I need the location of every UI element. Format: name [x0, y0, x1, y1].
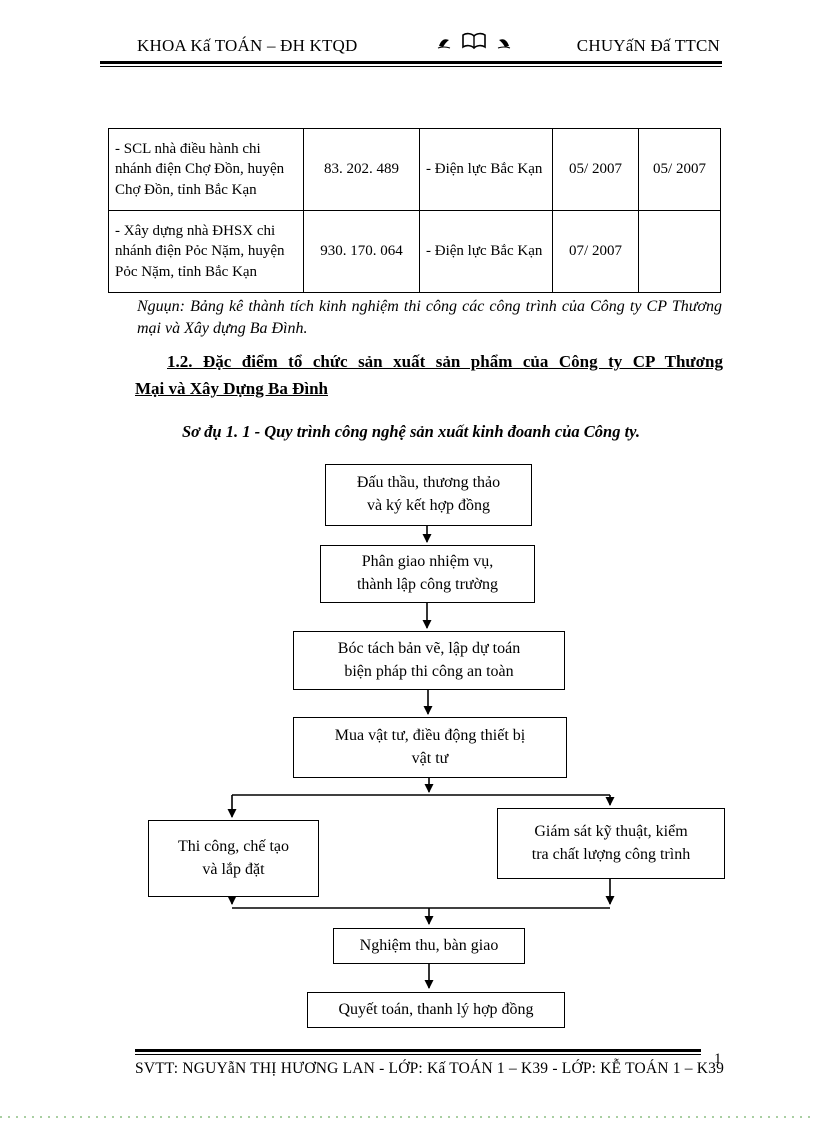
flow-box-line: và ký kết hợp đồng — [366, 497, 491, 514]
diagram-title: Sơ đụ 1. 1 - Quy trình công nghệ sản xuấ… — [182, 422, 640, 441]
project-description-cell: - Xây dựng nhà ĐHSX chi nhánh điện Pỏc N… — [108, 210, 304, 293]
project-investor-cell: - Điện lực Bắc Kạn — [419, 128, 553, 211]
flow-box-line: Quyết toán, thanh lý hợp đồng — [338, 1000, 534, 1018]
header-rule — [100, 61, 722, 67]
section-heading-line1: 1.2. Đặc điểm tổ chức sản xuất sản phẩm … — [167, 352, 723, 371]
footer-rule — [135, 1049, 701, 1055]
section-heading-line2: Mại và Xây Dựng Ba Đình — [135, 379, 328, 398]
project-amount-cell: 83. 202. 489 — [303, 128, 420, 211]
project-start-cell: 07/ 2007 — [552, 210, 639, 293]
footer-text: SVTT: NGUYẫN THỊ HƯƠNG LAN - LỚP: Kấ TOÁ… — [135, 1060, 725, 1077]
header-left-text: KHOA Kấ TOÁN – ĐH KTQD — [137, 36, 358, 55]
bottom-dotted-rule — [0, 1116, 816, 1118]
flow-box-line: Giám sát kỹ thuật, kiểm — [534, 822, 688, 840]
flow-box-acceptance: Nghiệm thu, bàn giao — [333, 928, 525, 964]
flow-box-materials: Mua vật tư, điều động thiết bị vật tư — [293, 717, 567, 778]
source-note: Nguụn: Bảng kê thành tích kinh nghiệm th… — [137, 298, 722, 337]
flow-box-bidding: Đấu thầu, thương thảo và ký kết hợp đồng — [325, 464, 532, 526]
flow-box-line: Đấu thầu, thương thảo — [356, 474, 501, 492]
flow-box-line: tra chất lượng công trình — [531, 845, 691, 863]
table-row: - Xây dựng nhà ĐHSX chi nhánh điện Pỏc N… — [108, 210, 721, 293]
section-heading: 1.2. Đặc điểm tổ chức sản xuất sản phẩm … — [135, 348, 723, 402]
flow-box-line: biện pháp thi công an toàn — [344, 662, 514, 680]
project-finish-cell: 05/ 2007 — [638, 128, 721, 211]
flow-box-task-assignment: Phân giao nhiệm vụ, thành lập công trườn… — [320, 545, 535, 603]
flow-box-line: Nghiệm thu, bàn giao — [359, 936, 499, 954]
header-right-text: CHUYấN Đấ TTCN — [576, 36, 720, 55]
pen-flourish-icon — [497, 39, 511, 49]
flow-box-line: vật tư — [411, 749, 449, 767]
projects-table: - SCL nhà điều hành chi nhánh điện Chợ Đ… — [108, 128, 721, 293]
header-ornament — [437, 32, 511, 52]
flow-box-line: thành lập công trường — [356, 576, 499, 593]
flow-box-settlement: Quyết toán, thanh lý hợp đồng — [307, 992, 565, 1028]
project-amount-cell: 930. 170. 064 — [303, 210, 420, 293]
pen-flourish-icon — [437, 39, 451, 49]
flow-box-line: Thi công, chế tạo — [177, 837, 290, 855]
project-description-cell: - SCL nhà điều hành chi nhánh điện Chợ Đ… — [108, 128, 304, 211]
flow-box-line: và lắp đặt — [202, 860, 265, 878]
project-finish-cell — [638, 210, 721, 293]
flow-box-line: Bóc tách bản vẽ, lập dự toán — [337, 639, 521, 657]
flow-box-line: Phân giao nhiệm vụ, — [361, 553, 494, 571]
table-row: - SCL nhà điều hành chi nhánh điện Chợ Đ… — [108, 128, 721, 211]
project-start-cell: 05/ 2007 — [552, 128, 639, 211]
flow-box-line: Mua vật tư, điều động thiết bị — [334, 726, 526, 744]
page-number: 1 — [714, 1051, 722, 1067]
flow-box-estimate: Bóc tách bản vẽ, lập dự toán biện pháp t… — [293, 631, 565, 690]
open-book-icon — [462, 32, 486, 50]
project-investor-cell: - Điện lực Bắc Kạn — [419, 210, 553, 293]
flow-box-supervision: Giám sát kỹ thuật, kiểm tra chất lượng c… — [497, 808, 725, 879]
flow-box-construction: Thi công, chế tạo và lắp đặt — [148, 820, 319, 897]
